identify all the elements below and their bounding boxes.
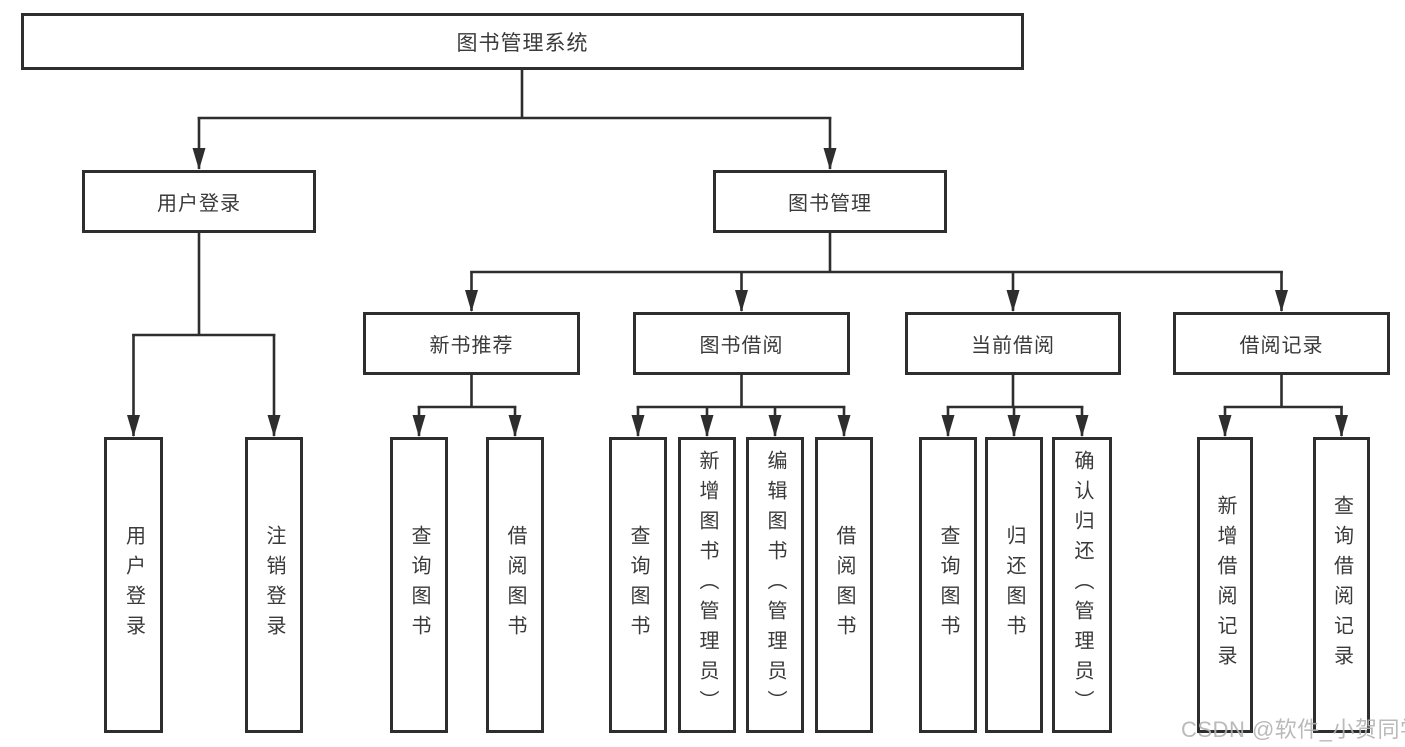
leaf-label: 新增借阅记录 [1214, 495, 1236, 675]
node-label: 图书管理 [788, 193, 872, 215]
node-label: 借阅记录 [1239, 335, 1324, 357]
node-book-borrow: 图书借阅 [633, 312, 850, 375]
leaf-label: 用户登录 [122, 525, 145, 645]
node-borrow-records: 借阅记录 [1173, 312, 1390, 375]
node-label: 图书管理系统 [456, 31, 589, 55]
node-user-login: 用户登录 [82, 170, 316, 233]
csdn-watermark: CSDN @软件_小贺同学 [1181, 717, 1405, 742]
leaf-user-login: 用户登录 [104, 437, 163, 733]
node-label: 用户登录 [157, 193, 241, 215]
node-label: 当前借阅 [971, 335, 1055, 357]
leaf-label: 新增图书（管理员） [696, 450, 718, 720]
leaf-label: 借阅图书 [504, 525, 526, 645]
node-library-management-system: 图书管理系统 [21, 13, 1024, 70]
leaf-borrow-query-books: 查询图书 [609, 437, 667, 733]
leaf-borrow-edit-books-admin: 编辑图书（管理员） [746, 437, 804, 733]
leaf-records-query-borrow-record: 查询借阅记录 [1313, 437, 1370, 733]
leaf-newbook-borrow-books: 借阅图书 [486, 437, 544, 733]
node-current-borrow: 当前借阅 [905, 312, 1121, 375]
leaf-label: 编辑图书（管理员） [764, 450, 786, 720]
leaf-label: 归还图书 [1003, 525, 1025, 645]
node-label: 图书借阅 [699, 335, 784, 357]
leaf-label: 确认归还（管理员） [1071, 450, 1093, 720]
leaf-newbook-query-books: 查询图书 [390, 437, 448, 733]
node-new-book-recommend: 新书推荐 [363, 312, 580, 375]
leaf-borrow-add-books-admin: 新增图书（管理员） [678, 437, 736, 733]
leaf-label: 查询图书 [937, 525, 959, 645]
leaf-current-confirm-return-admin: 确认归还（管理员） [1052, 437, 1112, 733]
node-label: 新书推荐 [429, 335, 514, 357]
leaf-label: 借阅图书 [833, 525, 855, 645]
leaf-label: 查询借阅记录 [1330, 495, 1353, 675]
leaf-label: 查询图书 [627, 525, 649, 645]
leaf-logout: 注销登录 [245, 437, 303, 733]
leaf-current-query-books: 查询图书 [919, 437, 977, 733]
leaf-records-add-borrow-record: 新增借阅记录 [1197, 437, 1253, 733]
leaf-current-return-books: 归还图书 [985, 437, 1043, 733]
leaf-borrow-borrow-books: 借阅图书 [815, 437, 873, 733]
node-book-management: 图书管理 [713, 170, 947, 233]
leaf-label: 查询图书 [408, 525, 430, 645]
leaf-label: 注销登录 [263, 525, 285, 645]
